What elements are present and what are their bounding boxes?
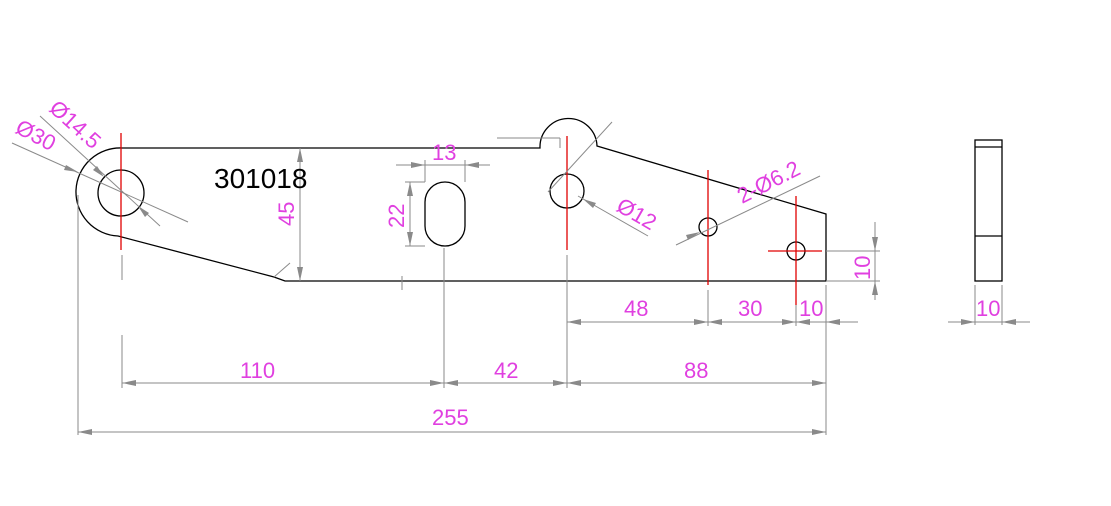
dim-len-10-vertical: 10 bbox=[850, 256, 875, 280]
slot bbox=[424, 181, 466, 247]
dim-dia-12: Ø12 bbox=[613, 193, 662, 235]
part-number: 301018 bbox=[214, 163, 307, 194]
dim-height-45: 45 bbox=[274, 202, 299, 226]
dimension-lines bbox=[11, 115, 1030, 435]
dim-len-48: 48 bbox=[624, 296, 648, 321]
dim-len-110: 110 bbox=[240, 358, 275, 383]
dim-len-42: 42 bbox=[494, 358, 518, 383]
part-outline bbox=[75, 117, 827, 282]
dim-thickness-10: 10 bbox=[976, 296, 1000, 321]
dim-len-255: 255 bbox=[432, 405, 469, 430]
dim-slot-height: 22 bbox=[384, 204, 409, 228]
side-view bbox=[974, 139, 1003, 282]
dim-len-30: 30 bbox=[738, 296, 762, 321]
dim-slot-width: 13 bbox=[432, 140, 456, 165]
dim-len-88: 88 bbox=[684, 358, 708, 383]
dim-len-10-right: 10 bbox=[799, 296, 823, 321]
